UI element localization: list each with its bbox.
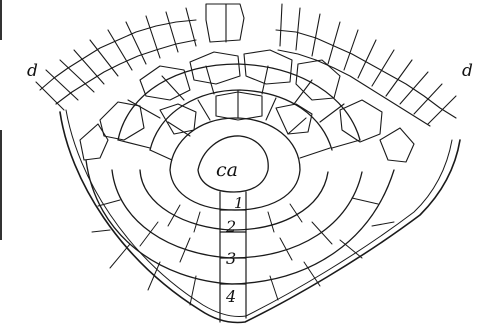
label-layer-2: 2 [225, 217, 236, 236]
left-border-mark-2 [0, 130, 2, 240]
label-left-d: d [27, 61, 38, 81]
label-layer-3: 3 [226, 249, 236, 268]
label-right-d: d [462, 61, 473, 81]
label-ca: ca [216, 159, 238, 181]
outer-boundary [60, 110, 460, 323]
left-border-mark [0, 0, 2, 40]
label-layer-1: 1 [234, 194, 244, 212]
label-layer-4: 4 [225, 287, 236, 306]
radial-walls-lower [92, 198, 394, 305]
layer-boundaries [86, 64, 394, 284]
